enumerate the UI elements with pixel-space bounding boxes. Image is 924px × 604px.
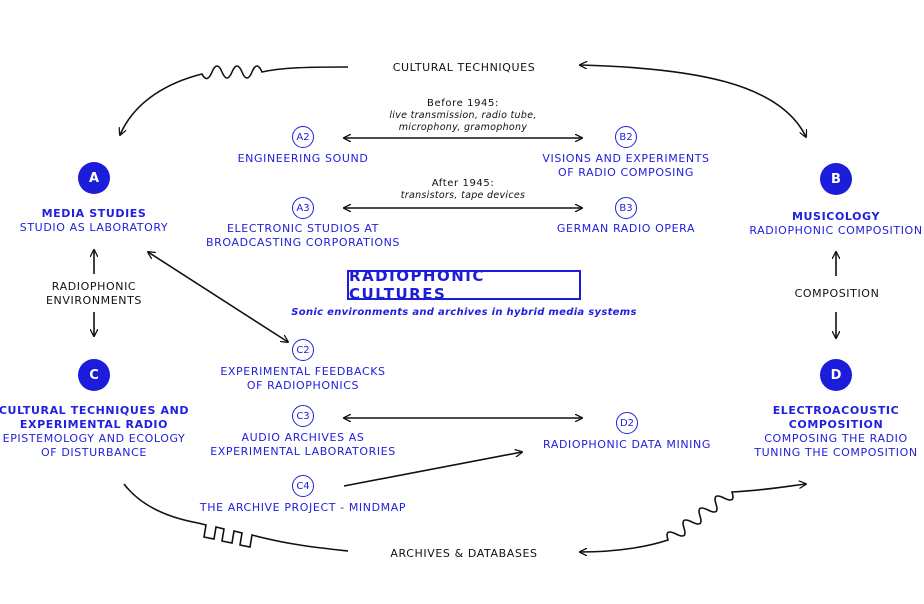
subnode-b3-line-1: GERMAN RADIO OPERA bbox=[556, 222, 696, 235]
right-connector-label: COMPOSITION bbox=[794, 287, 880, 300]
after-1945-heading: After 1945: bbox=[431, 178, 495, 189]
before-1945-heading: Before 1945: bbox=[427, 98, 499, 109]
node-c-title-2: EXPERIMENTAL RADIO bbox=[19, 418, 169, 431]
subnode-a2-badge: A2 bbox=[292, 126, 314, 148]
bottom-label: ARCHIVES & DATABASES bbox=[390, 547, 538, 560]
top-left-arc bbox=[120, 65, 349, 135]
diagram-title: RADIOPHONIC CULTURES bbox=[347, 267, 581, 303]
subnode-c3-badge: C3 bbox=[292, 405, 314, 427]
arrow-c4-d2 bbox=[343, 452, 522, 487]
node-d-line-1: COMPOSING THE RADIO bbox=[764, 432, 908, 445]
node-d-title-1: ELECTROACOUSTIC bbox=[772, 404, 900, 417]
node-a-title: MEDIA STUDIES bbox=[41, 207, 147, 220]
arrow-a-c2 bbox=[148, 252, 288, 342]
top-label: CULTURAL TECHNIQUES bbox=[392, 61, 536, 74]
subnode-d2-badge: D2 bbox=[616, 412, 638, 434]
before-1945-line-2: microphony, gramophony bbox=[398, 122, 528, 133]
subnode-c2-line-1: EXPERIMENTAL FEEDBACKS bbox=[220, 365, 386, 378]
diagram-subtitle: Sonic environments and archives in hybri… bbox=[291, 307, 637, 318]
node-d-title-2: COMPOSITION bbox=[788, 418, 884, 431]
node-c-title-1: CULTURAL TECHNIQUES AND bbox=[0, 404, 190, 417]
node-a-line-1: STUDIO AS LABORATORY bbox=[19, 221, 169, 234]
subnode-c2-badge: C2 bbox=[292, 339, 314, 361]
node-b-badge: B bbox=[820, 163, 852, 195]
node-b-title: MUSICOLOGY bbox=[791, 210, 881, 223]
node-c-line-1: EPISTEMOLOGY AND ECOLOGY bbox=[2, 432, 186, 445]
before-1945-line-1: live transmission, radio tube, bbox=[389, 110, 537, 121]
subnode-a3-line-2: BROADCASTING CORPORATIONS bbox=[205, 236, 401, 249]
node-d-badge: D bbox=[820, 359, 852, 391]
after-1945-line-1: transistors, tape devices bbox=[400, 190, 526, 201]
node-d-line-2: TUNING THE COMPOSITION bbox=[754, 446, 918, 459]
node-b-line-1: RADIOPHONIC COMPOSITION bbox=[749, 224, 923, 237]
bottom-right-arc bbox=[580, 484, 806, 552]
subnode-c3-line-1: AUDIO ARCHIVES AS bbox=[241, 431, 365, 444]
subnode-c4-badge: C4 bbox=[292, 475, 314, 497]
subnode-b2-line-1: VISIONS AND EXPERIMENTS bbox=[542, 152, 710, 165]
subnode-a3-line-1: ELECTRONIC STUDIOS AT bbox=[227, 222, 379, 235]
top-right-arc bbox=[580, 65, 806, 137]
left-connector-line-2: ENVIRONMENTS bbox=[45, 294, 143, 307]
subnode-c3-line-2: EXPERIMENTAL LABORATORIES bbox=[210, 445, 396, 458]
node-c-badge: C bbox=[78, 359, 110, 391]
bottom-left-arc bbox=[123, 483, 349, 552]
node-c-line-2: OF DISTURBANCE bbox=[41, 446, 147, 459]
subnode-a3-badge: A3 bbox=[292, 197, 314, 219]
subnode-a2-line-1: ENGINEERING SOUND bbox=[237, 152, 369, 165]
subnode-b2-badge: B2 bbox=[615, 126, 637, 148]
subnode-b3-badge: B3 bbox=[615, 197, 637, 219]
subnode-d2-line-1: RADIOPHONIC DATA MINING bbox=[543, 438, 711, 451]
left-connector-line-1: RADIOPHONIC bbox=[51, 280, 137, 293]
node-a-badge: A bbox=[78, 162, 110, 194]
subnode-b2-line-2: OF RADIO COMPOSING bbox=[558, 166, 694, 179]
subnode-c2-line-2: OF RADIOPHONICS bbox=[246, 379, 360, 392]
subnode-c4-line-1: THE ARCHIVE PROJECT - MINDMAP bbox=[199, 501, 407, 514]
